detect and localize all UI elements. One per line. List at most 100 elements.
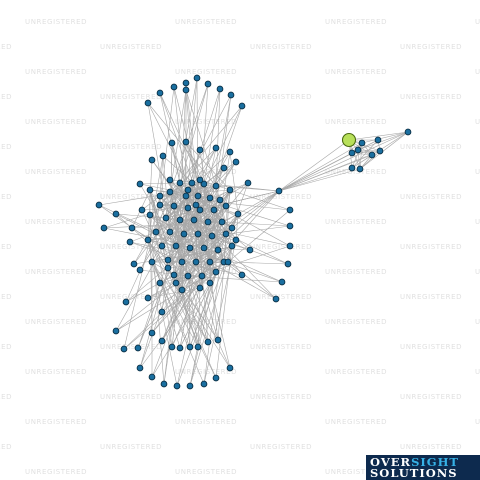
network-edge [359,142,363,170]
network-node [212,374,220,382]
network-node [206,279,214,287]
network-node [144,294,152,302]
network-node [204,338,212,346]
network-edge [169,179,280,192]
network-edge [215,185,233,247]
network-edge [133,249,219,265]
network-edge [187,275,209,343]
network-node [180,230,188,238]
network-node [156,279,164,287]
network-edge [179,82,187,221]
network-node [134,344,142,352]
network-edge [133,182,181,265]
network-node [158,242,166,250]
network-node [178,286,186,294]
network-edge [151,261,209,343]
network-node [144,236,152,244]
network-edge [139,287,201,369]
network-node [164,264,172,272]
network-node [184,204,192,212]
network-node [168,343,176,351]
network-edge [115,261,229,332]
network-edge [361,131,409,144]
network-edge [278,142,363,192]
network-edge [187,275,199,348]
network-node [200,380,208,388]
network-edge [175,282,231,369]
network-node [112,210,120,218]
network-edge [278,139,350,192]
network-edge [149,214,165,385]
network-edge [209,261,277,300]
network-node [182,79,190,87]
network-edge [147,239,217,379]
network-node [204,218,212,226]
network-node [194,343,202,351]
network-node [232,158,240,166]
network-edge [115,179,201,332]
network-node [356,165,364,173]
network-node [404,128,412,136]
network-edge [227,209,291,263]
network-node [374,136,382,144]
network-node [156,192,164,200]
network-node [126,238,134,246]
network-edge [151,261,197,378]
network-edge [207,94,232,223]
network-edge [149,189,173,348]
network-node [246,246,254,254]
network-node [159,152,167,160]
network-edge [211,199,221,237]
network-node [186,244,194,252]
network-node [144,99,152,107]
network-node [170,271,178,279]
network-node [200,244,208,252]
network-node [186,343,194,351]
network-edge [139,183,221,201]
network-node [227,91,235,99]
network-node [172,242,180,250]
network-node [128,224,136,232]
network-node [112,327,120,335]
network-edge [187,207,277,300]
network-edge [133,195,187,265]
network-node [286,206,294,214]
network-edge [165,190,280,219]
network-edge [161,227,233,342]
network-node [226,148,234,156]
network-edge [137,204,197,349]
network-node [220,164,228,172]
network-node [368,151,376,159]
network-node [173,382,181,390]
network-node [190,216,198,224]
network-edge [229,151,239,215]
network-edge [187,190,280,277]
network-node [182,86,190,94]
network-node [212,182,220,190]
network-node [188,179,196,187]
network-node [222,230,230,238]
network-edge [125,182,181,303]
edge-layer [98,77,409,387]
network-edge [225,205,291,227]
network-node [176,344,184,352]
network-node [194,192,202,200]
highlighted-node [341,132,357,148]
network-node [148,258,156,266]
network-node [348,149,356,157]
network-node [216,85,224,93]
network-edge [201,221,223,277]
network-node [138,206,146,214]
network-node [186,382,194,390]
network-edge [278,168,361,192]
network-node [216,196,224,204]
network-edge [139,182,181,185]
network-edge [176,275,203,387]
network-node [158,308,166,316]
network-node [160,380,168,388]
network-node [164,256,172,264]
network-node [148,156,156,164]
network-edge [115,213,167,219]
network-node [238,271,246,279]
network-edge [203,88,221,185]
